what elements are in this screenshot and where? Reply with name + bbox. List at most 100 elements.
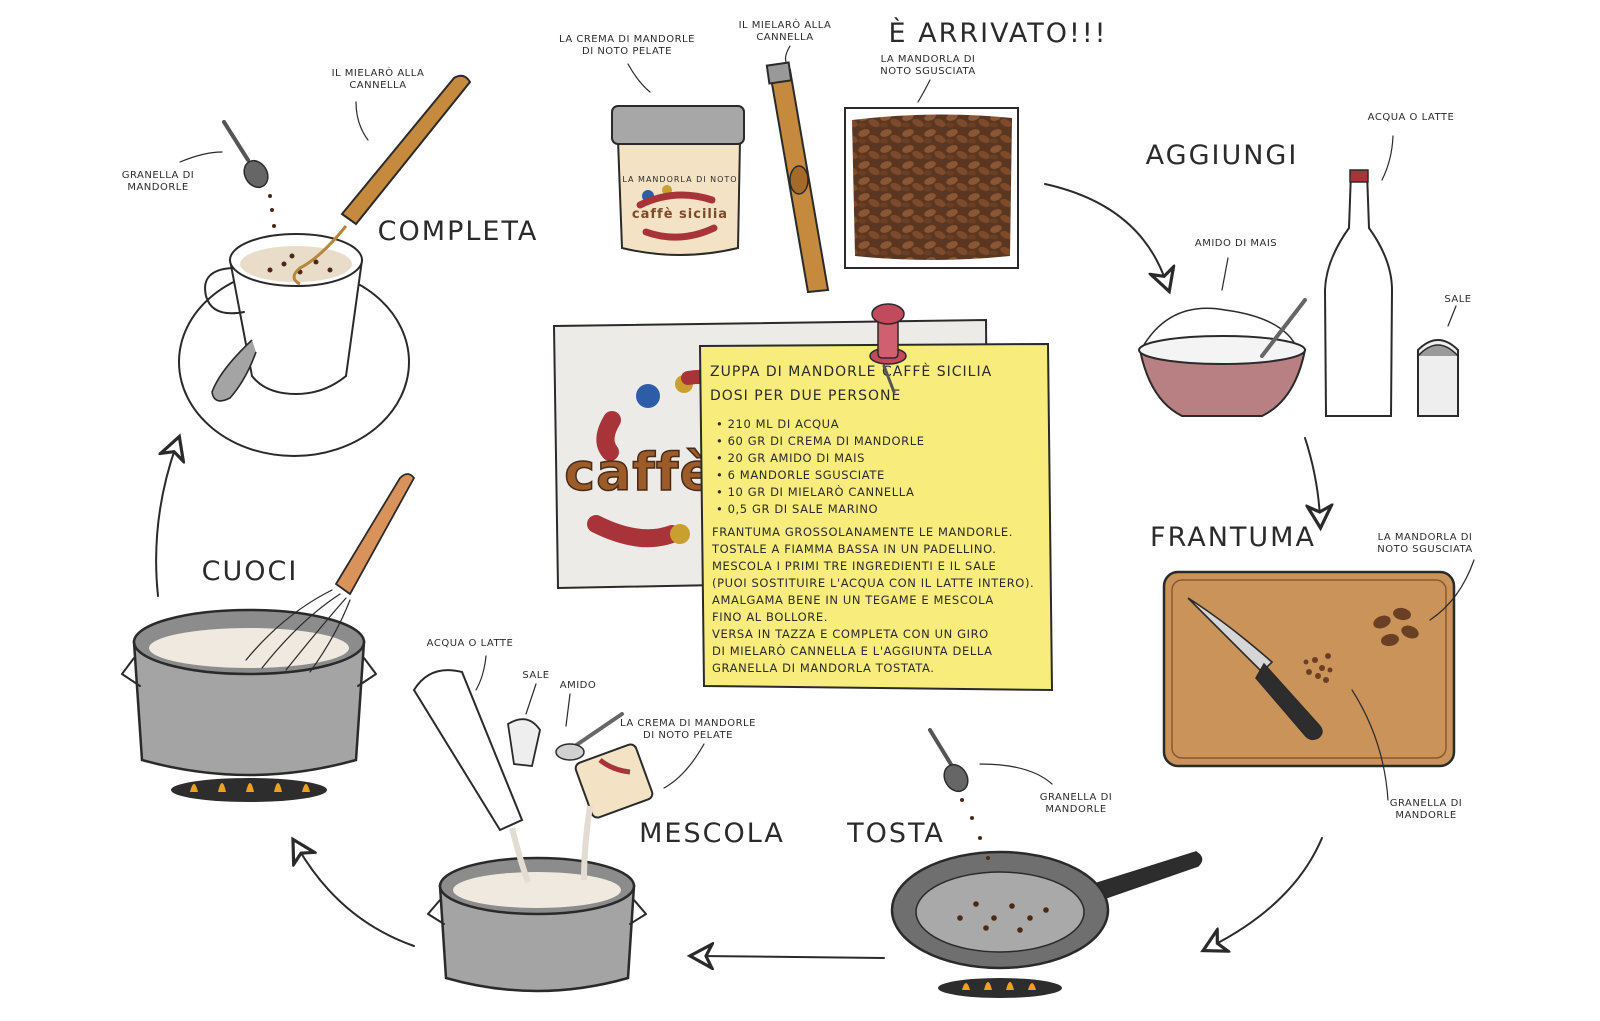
leader-granella-tosta bbox=[979, 763, 1053, 785]
arrow-to-tosta bbox=[1212, 837, 1323, 946]
arrow-to-mescola bbox=[700, 956, 885, 958]
mielaro-label-left-2: CANNELLA bbox=[349, 80, 406, 91]
leader-crema-bottom bbox=[663, 743, 705, 789]
method-line: TOSTALE A FIAMMA BASSA IN UN PADELLINO. bbox=[711, 542, 997, 556]
step-aggiungi: AGGIUNGI bbox=[1146, 140, 1299, 171]
whisk-icon bbox=[245, 473, 416, 673]
method-line: MESCOLA I PRIMI TRE INGREDIENTI E IL SAL… bbox=[712, 559, 996, 573]
mandorla-label-right-2: NOTO SGUSCIATA bbox=[1377, 544, 1472, 555]
milk-bottle-icon bbox=[1323, 169, 1394, 417]
mielaro-label-top-1: IL MIELARÒ ALLA bbox=[739, 18, 832, 31]
method-line: FINO AL BOLLORE. bbox=[712, 610, 828, 624]
leader-sale-top bbox=[1447, 305, 1457, 327]
almond-cream-jar-icon: LA MANDORLA DI NOTO caffè sicilia bbox=[611, 105, 745, 256]
method-line: GRANELLA DI MANDORLA TOSTATA. bbox=[712, 661, 935, 675]
crema-label-bottom-2: DI NOTO PELATE bbox=[643, 730, 733, 741]
leader-amido-bottom bbox=[565, 693, 571, 727]
step-tosta: TOSTA bbox=[846, 818, 945, 849]
pouring-jar-icon bbox=[574, 743, 654, 881]
granella-label-tosta-2: MANDORLE bbox=[1045, 804, 1106, 815]
leader-acqua-top bbox=[1381, 135, 1394, 181]
arrow-to-completa bbox=[155, 446, 176, 597]
step-arrivato: È ARRIVATO!!! bbox=[889, 17, 1108, 49]
burner-flames-icon-tosta bbox=[938, 978, 1062, 998]
leader-mandorla-top bbox=[917, 79, 931, 103]
whole-almonds-icon bbox=[1373, 607, 1419, 647]
crema-label-top-1: LA CREMA DI MANDORLE bbox=[559, 34, 695, 45]
method-steps: FRANTUMA GROSSOLANAMENTE LE MANDORLE. TO… bbox=[711, 525, 1034, 675]
arrow-to-cuoci bbox=[298, 848, 415, 947]
step-mescola: MESCOLA bbox=[639, 818, 785, 849]
step-completa: COMPLETA bbox=[378, 216, 539, 247]
method-line: DI MIELARÒ CANNELLA E L'AGGIUNTA DELLA bbox=[712, 643, 993, 658]
leader-amido bbox=[1221, 257, 1229, 291]
push-pin-icon bbox=[869, 303, 907, 394]
pouring-bottle-icon bbox=[412, 669, 531, 884]
arrow-to-aggiungi bbox=[1044, 183, 1166, 282]
ingredient-item: • 60 GR DI CREMA DI MANDORLE bbox=[716, 434, 925, 448]
mandorla-label-top-1: LA MANDORLA DI bbox=[881, 54, 976, 65]
chopped-almonds-icon bbox=[1303, 653, 1333, 683]
leader-mielaro-left bbox=[355, 101, 369, 141]
granella-label-left-1: GRANELLA DI bbox=[122, 170, 194, 181]
burner-flames-icon-cuoci bbox=[171, 778, 327, 802]
ingredient-item: • 6 MANDORLE SGUSCIATE bbox=[716, 468, 885, 482]
ingredient-item: • 0,5 GR DI SALE MARINO bbox=[716, 502, 878, 516]
frying-pan-icon bbox=[890, 850, 1203, 970]
granella-label-right-1: GRANELLA DI bbox=[1390, 798, 1462, 809]
salt-shaker-icon bbox=[1417, 339, 1459, 417]
poster-brand-text: caffè bbox=[564, 443, 715, 503]
acqua-latte-label-top: ACQUA O LATTE bbox=[1368, 112, 1455, 123]
products-group: LA MANDORLA DI NOTO caffè sicilia bbox=[611, 45, 1019, 294]
knife-icon bbox=[1187, 597, 1323, 741]
leader-granella-left bbox=[179, 151, 223, 163]
mielaro-label-left-1: IL MIELARÒ ALLA bbox=[332, 66, 425, 79]
cinnamon-honey-drizzle-icon bbox=[292, 74, 472, 286]
acqua-latte-label-bottom: ACQUA O LATTE bbox=[427, 638, 514, 649]
salt-shaker-small-icon bbox=[507, 718, 541, 767]
leader-acqua-bottom bbox=[475, 655, 487, 691]
spoon-granella-left-icon bbox=[222, 120, 276, 228]
leader-granella-right bbox=[1351, 689, 1389, 801]
recipe-title: ZUPPA DI MANDORLE CAFFÈ SICILIA bbox=[710, 363, 992, 380]
recipe-subtitle: DOSI PER DUE PERSONE bbox=[710, 388, 901, 404]
mixing-pot-icon bbox=[427, 856, 647, 993]
crema-label-top-2: DI NOTO PELATE bbox=[582, 46, 672, 57]
amido-label-bottom: AMIDO bbox=[560, 680, 597, 691]
sale-label-bottom: SALE bbox=[522, 670, 549, 681]
spoon-amido-icon bbox=[555, 712, 624, 761]
arrow-to-frantuma bbox=[1304, 437, 1320, 518]
cup-and-saucer-icon bbox=[178, 233, 410, 457]
method-line: (PUOI SOSTITUIRE L'ACQUA CON IL LATTE IN… bbox=[712, 576, 1034, 590]
cooking-pot-icon bbox=[121, 608, 377, 777]
leader-sale-bottom bbox=[525, 683, 537, 715]
jar-label: LA MANDORLA DI NOTO bbox=[622, 175, 737, 184]
spoon-granella-icon bbox=[928, 728, 990, 860]
leader-crema-top bbox=[627, 63, 651, 93]
amido-mais-label: AMIDO DI MAIS bbox=[1195, 238, 1277, 249]
granella-label-tosta-1: GRANELLA DI bbox=[1040, 792, 1112, 803]
ingredient-item: • 10 GR DI MIELARÒ CANNELLA bbox=[716, 484, 915, 499]
ingredients-list: • 210 ML DI ACQUA • 60 GR DI CREMA DI MA… bbox=[716, 417, 925, 516]
method-line: VERSA IN TAZZA E COMPLETA CON UN GIRO bbox=[712, 627, 989, 641]
mixing-bowl-icon bbox=[1138, 298, 1307, 417]
method-line: FRANTUMA GROSSOLANAMENTE LE MANDORLE. bbox=[712, 525, 1013, 539]
leader-mielaro-top bbox=[784, 45, 791, 63]
ingredient-item: • 20 GR AMIDO DI MAIS bbox=[716, 451, 865, 465]
granella-label-left-2: MANDORLE bbox=[127, 182, 188, 193]
jar-brand: caffè sicilia bbox=[632, 207, 728, 222]
mielaro-label-top-2: CANNELLA bbox=[756, 32, 813, 43]
mandorla-label-right-1: LA MANDORLA DI bbox=[1378, 532, 1473, 543]
mandorla-label-top-2: NOTO SGUSCIATA bbox=[880, 66, 975, 77]
method-line: AMALGAMA BENE IN UN TEGAME E MESCOLA bbox=[712, 593, 994, 607]
cinnamon-honey-stick-icon bbox=[765, 61, 830, 294]
step-cuoci: CUOCI bbox=[202, 556, 299, 587]
step-frantuma: FRANTUMA bbox=[1150, 522, 1316, 553]
shelled-almonds-box-icon bbox=[844, 107, 1019, 269]
crema-label-bottom-1: LA CREMA DI MANDORLE bbox=[620, 718, 756, 729]
sale-label-top: SALE bbox=[1444, 294, 1471, 305]
leader-mandorla-right bbox=[1429, 559, 1475, 621]
ingredient-item: • 210 ML DI ACQUA bbox=[716, 417, 839, 431]
